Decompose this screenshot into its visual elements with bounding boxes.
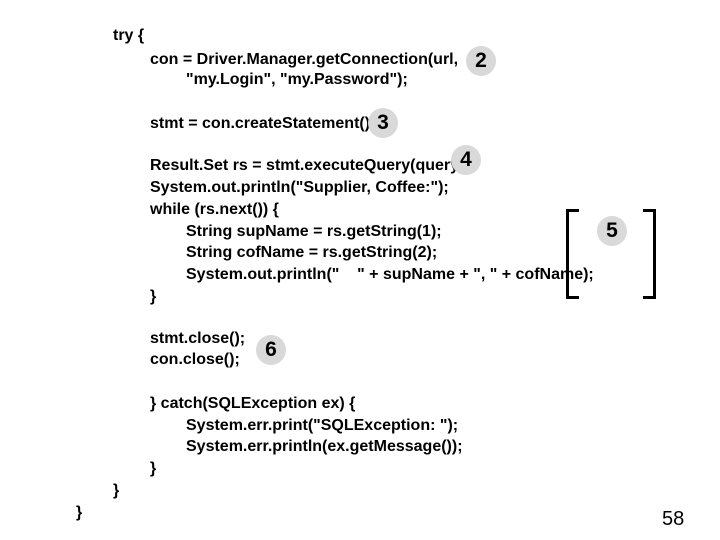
step-marker-4: 4 (451, 145, 481, 175)
code-line: System.err.print("SQLException: "); (186, 417, 459, 434)
code-line: String cofName = rs.getString(2); (186, 244, 438, 261)
code-line: con.close(); (150, 351, 240, 368)
code-line: } (76, 504, 83, 521)
code-line: Result.Set rs = stmt.executeQuery(query)… (150, 157, 470, 174)
code-line: "my.Login", "my.Password"); (186, 71, 408, 88)
code-line: while (rs.next()) { (150, 201, 279, 218)
code-line: con = Driver.Manager.getConnection(url, (150, 51, 459, 68)
code-line: String supName = rs.getString(1); (186, 223, 442, 240)
code-line: System.out.println(" " + supName + ", " … (186, 266, 594, 283)
code-line: } (150, 288, 157, 305)
left-bracket (566, 209, 579, 299)
right-bracket (643, 209, 656, 299)
code-line: try { (113, 27, 145, 44)
code-line: } (150, 460, 157, 477)
code-line: } catch(SQLException ex) { (150, 395, 356, 412)
step-marker-3: 3 (368, 108, 398, 138)
code-line: stmt.close(); (150, 330, 246, 347)
code-line: System.err.println(ex.getMessage()); (186, 438, 463, 455)
page-number: 58 (662, 508, 685, 530)
step-marker-2: 2 (466, 46, 496, 76)
code-line: System.out.println("Supplier, Coffee:"); (150, 179, 449, 196)
code-line: stmt = con.createStatement(); (150, 115, 376, 132)
step-marker-5: 5 (597, 216, 627, 246)
code-line: } (113, 482, 120, 499)
step-marker-6: 6 (256, 335, 286, 365)
